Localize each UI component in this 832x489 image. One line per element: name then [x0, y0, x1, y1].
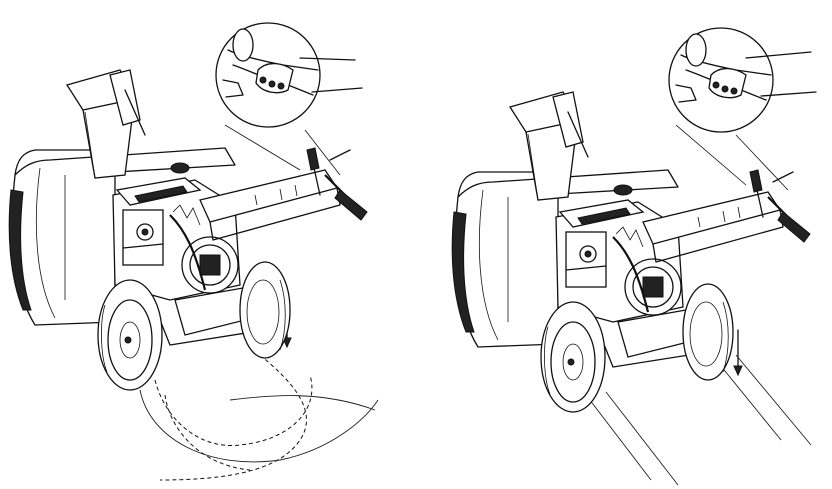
grip-handle-icon: [668, 27, 774, 133]
straight-diagram-panel: [416, 0, 832, 489]
turning-illustration: [8, 22, 379, 481]
squeeze-left-trigger-icon: [215, 22, 321, 128]
turning-diagram-panel: [8, 22, 379, 481]
turn-path-dashed: [139, 354, 379, 481]
straight-illustration: [451, 27, 817, 486]
snowblower-machine-right: [451, 90, 812, 414]
straight-tracks: [585, 354, 812, 486]
snowblower-machine: [8, 68, 369, 392]
